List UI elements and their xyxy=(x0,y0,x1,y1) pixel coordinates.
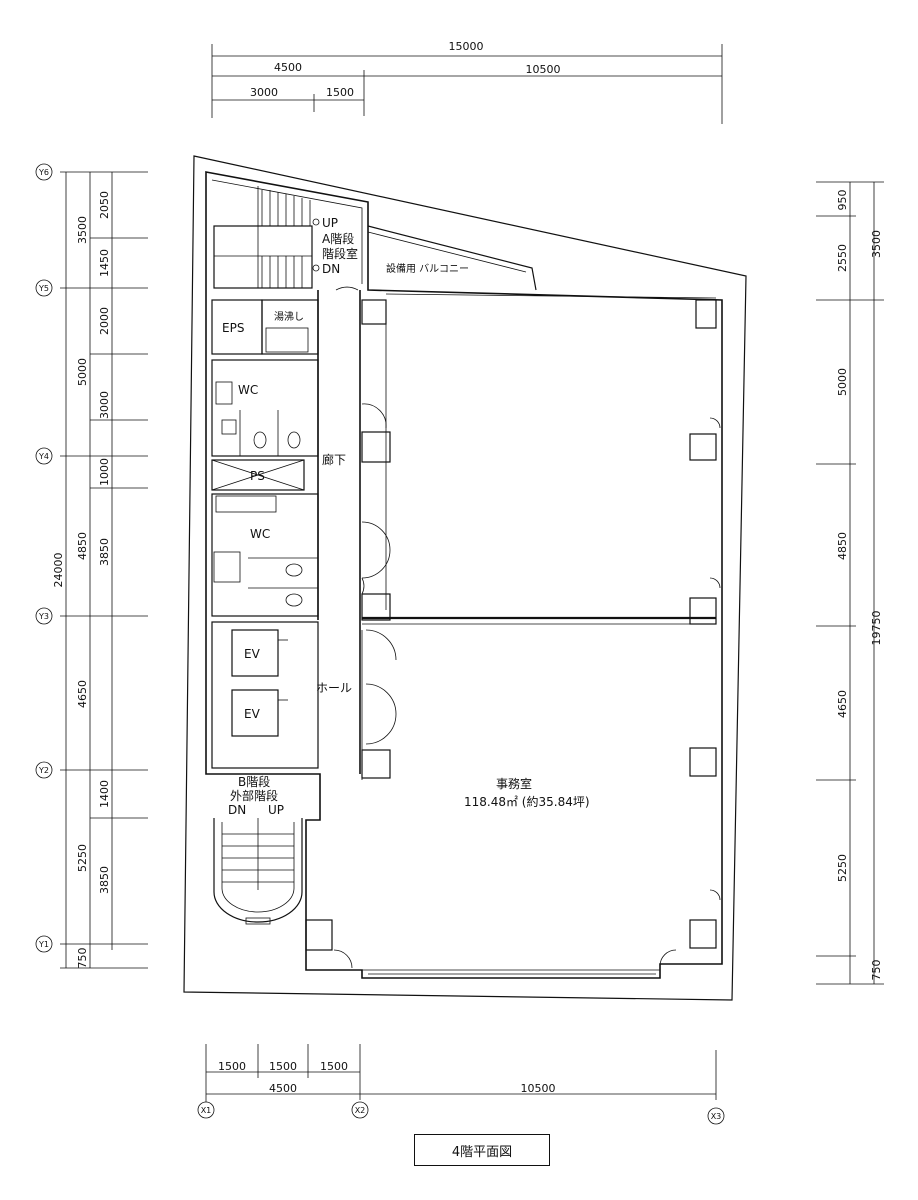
building-walls xyxy=(205,171,723,979)
axis-x2: X2 xyxy=(355,1106,366,1115)
office-label: 事務室 xyxy=(496,776,532,791)
axis-y4: Y4 xyxy=(38,452,49,461)
dim-right-major-0: 5000 xyxy=(836,368,849,396)
wc-1: WC xyxy=(211,359,319,457)
dim-top-total: 15000 xyxy=(449,40,484,53)
dim-right-major-3: 5250 xyxy=(836,854,849,882)
dim-left-minor-4: 1000 xyxy=(98,458,111,486)
axis-y5: Y5 xyxy=(38,284,49,293)
pantry-label: 湯沸し xyxy=(274,310,304,323)
eps-pantry: EPS 湯沸し xyxy=(211,299,319,355)
dim-top-a1: 3000 xyxy=(250,86,278,99)
corridor: 廊下 xyxy=(322,286,391,595)
dim-right-top: 3500 xyxy=(870,230,883,258)
stair-b-room: 外部階段 xyxy=(230,788,278,803)
dim-bottom-1: 1500 xyxy=(218,1060,246,1073)
dim-left-major-1: 5000 xyxy=(76,358,89,386)
dim-left-minor-5: 3850 xyxy=(98,538,111,566)
dim-right-major-1: 4850 xyxy=(836,532,849,560)
stair-a-room: 階段室 xyxy=(322,246,358,261)
dim-right-minor-1: 2550 xyxy=(836,244,849,272)
dim-left-minor-0: 2050 xyxy=(98,191,111,219)
dim-bottom-3: 1500 xyxy=(320,1060,348,1073)
stair-a-dn: DN xyxy=(322,262,340,276)
dim-left-major-4: 5250 xyxy=(76,844,89,872)
stair-b-name: B階段 xyxy=(238,774,270,789)
bottom-dimensions: 1500 1500 1500 4500 10500 X1 X2 X3 xyxy=(197,1044,725,1125)
balcony: 設備用 バルコニー xyxy=(367,225,537,291)
dim-bottom-2: 1500 xyxy=(269,1060,297,1073)
left-axis-markers: Y6 Y5 Y4 Y3 Y2 Y1 xyxy=(35,163,53,953)
stair-a: UP A階段 階段室 DN xyxy=(213,186,358,289)
ev2-label: EV xyxy=(244,707,261,721)
eps-label: EPS xyxy=(222,321,244,335)
dim-bottom-a: 4500 xyxy=(269,1082,297,1095)
dim-left-minor-7: 3850 xyxy=(98,866,111,894)
stair-b-up: UP xyxy=(268,803,284,817)
axis-y1: Y1 xyxy=(38,940,49,949)
wc2-label: WC xyxy=(250,527,270,541)
stair-b: B階段 外部階段 DN UP xyxy=(213,774,303,925)
axis-x3: X3 xyxy=(711,1112,722,1121)
dim-right-major-2: 4650 xyxy=(836,690,849,718)
hall: ホール xyxy=(316,629,397,745)
ev1-label: EV xyxy=(244,647,261,661)
axis-y3: Y3 xyxy=(38,612,49,621)
ps-shaft: PS xyxy=(211,459,305,491)
dim-left-major-3: 4650 xyxy=(76,680,89,708)
corridor-label: 廊下 xyxy=(322,452,346,467)
axis-x1: X1 xyxy=(201,1106,212,1115)
office-area: 118.48㎡ (約35.84坪) xyxy=(464,794,590,809)
drawing-title: 4階平面図 xyxy=(414,1134,550,1166)
axis-y6: Y6 xyxy=(38,168,49,177)
stair-b-dn: DN xyxy=(228,803,246,817)
dim-top-b: 10500 xyxy=(526,63,561,76)
dim-left-major-0: 3500 xyxy=(76,216,89,244)
top-dimensions: 15000 4500 10500 3000 1500 xyxy=(211,40,723,124)
stair-a-name: A階段 xyxy=(322,231,354,246)
elevators: EV EV xyxy=(211,621,319,769)
dim-right-minor-0: 950 xyxy=(836,190,849,211)
dim-left-major-5: 750 xyxy=(76,948,89,969)
balcony-label: 設備用 バルコニー xyxy=(386,262,469,275)
ps-label: PS xyxy=(250,469,265,483)
stair-a-up: UP xyxy=(322,216,338,230)
dim-left-total: 24000 xyxy=(52,553,65,588)
dim-left-minor-1: 1450 xyxy=(98,249,111,277)
office: 事務室 118.48㎡ (約35.84坪) xyxy=(333,417,721,969)
dim-top-a: 4500 xyxy=(274,61,302,74)
dim-left-major-2: 4850 xyxy=(76,532,89,560)
hall-label: ホール xyxy=(316,681,352,695)
dim-top-a2: 1500 xyxy=(326,86,354,99)
wc1-label: WC xyxy=(238,383,258,397)
dim-left-minor-2: 2000 xyxy=(98,307,111,335)
right-dimensions: 950 2550 3500 5000 4850 4650 5250 750 19… xyxy=(816,181,884,985)
dim-bottom-b: 10500 xyxy=(521,1082,556,1095)
dim-right-major-4: 750 xyxy=(870,960,883,981)
wc-2: WC xyxy=(211,493,319,617)
axis-y2: Y2 xyxy=(38,766,49,775)
left-dimensions: 3500 5000 4850 4650 5250 750 24000 2050 … xyxy=(52,171,148,969)
dim-left-minor-6: 1400 xyxy=(98,780,111,808)
dim-left-minor-3: 3000 xyxy=(98,391,111,419)
site-boundary xyxy=(183,155,747,1001)
dim-right-total: 19750 xyxy=(870,611,883,646)
